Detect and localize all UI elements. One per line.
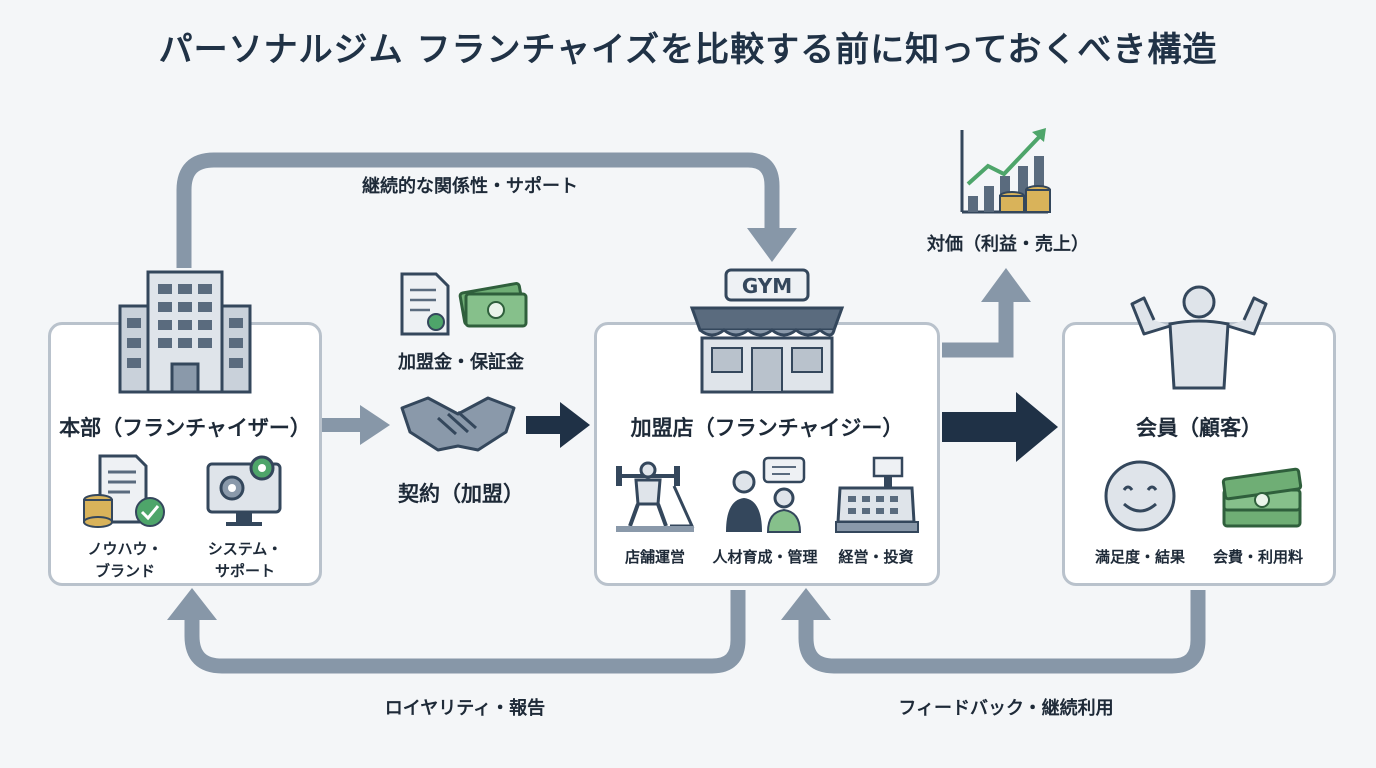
smiley-icon — [1104, 460, 1176, 532]
bottom-right-loop-arrowhead — [781, 588, 831, 620]
franchisee-item-management: 経営・投資 — [838, 548, 914, 566]
franchisee-item-operations: 店舗運営 — [624, 548, 685, 566]
headquarters-label: 本部（フランチャイザー） — [59, 416, 311, 440]
revenue-label: 対価（利益・売上） — [927, 234, 1089, 255]
gym-storefront-icon: GYM — [689, 268, 845, 394]
revenue-arrowhead — [981, 268, 1031, 302]
fee-label: 加盟金・保証金 — [398, 352, 524, 373]
cash-register-icon — [835, 456, 919, 533]
gym-sign: GYM — [742, 274, 792, 298]
top-loop-arrow — [176, 152, 780, 268]
contract-to-franchisee-arrowhead — [560, 402, 590, 448]
gym-equipment-icon — [616, 461, 695, 532]
handshake-icon — [400, 396, 516, 452]
hq-item-knowhow: ノウハウ・ ブランド — [87, 540, 163, 580]
growth-chart-icon — [960, 128, 1051, 214]
bottom-right-flow-label: フィードバック・継続利用 — [898, 698, 1114, 719]
contract-label: 契約（加盟） — [398, 482, 524, 506]
office-building-icon — [118, 270, 252, 394]
hq-item-system: システム・ サポート — [207, 540, 283, 580]
hq-to-contract-arrow — [322, 418, 362, 432]
franchisee-to-members-arrow — [942, 412, 1020, 442]
bottom-right-loop-arrow — [798, 590, 1206, 674]
revenue-arrow — [942, 300, 1014, 358]
strong-person-icon — [1130, 285, 1268, 390]
franchisee-to-members-arrowhead — [1016, 392, 1058, 462]
staff-training-icon — [726, 456, 806, 533]
bottom-left-loop-arrowhead — [167, 588, 217, 620]
bottom-left-loop-arrow — [184, 590, 746, 674]
members-item-satisfaction: 満足度・結果 — [1094, 548, 1185, 566]
contract-to-franchisee-arrow — [526, 416, 562, 434]
members-label: 会員（顧客） — [1136, 416, 1262, 440]
cash-icon — [458, 282, 528, 328]
hq-to-contract-arrowhead — [360, 405, 390, 445]
cash-stack-icon — [1221, 467, 1303, 528]
franchisee-label: 加盟店（フランチャイジー） — [630, 416, 904, 440]
monitor-gears-icon — [206, 455, 282, 526]
franchisee-item-staff: 人材育成・管理 — [712, 548, 818, 566]
page-title: パーソナルジム フランチャイズを比較する前に知っておくべき構造 — [158, 30, 1218, 70]
members-item-fees: 会費・利用料 — [1212, 548, 1303, 566]
bottom-left-flow-label: ロイヤリティ・報告 — [384, 698, 546, 719]
document-coins-icon — [83, 454, 165, 528]
contract-document-icon — [400, 272, 450, 336]
top-loop-arrowhead — [747, 228, 797, 262]
top-flow-label: 継続的な関係性・サポート — [362, 176, 578, 197]
